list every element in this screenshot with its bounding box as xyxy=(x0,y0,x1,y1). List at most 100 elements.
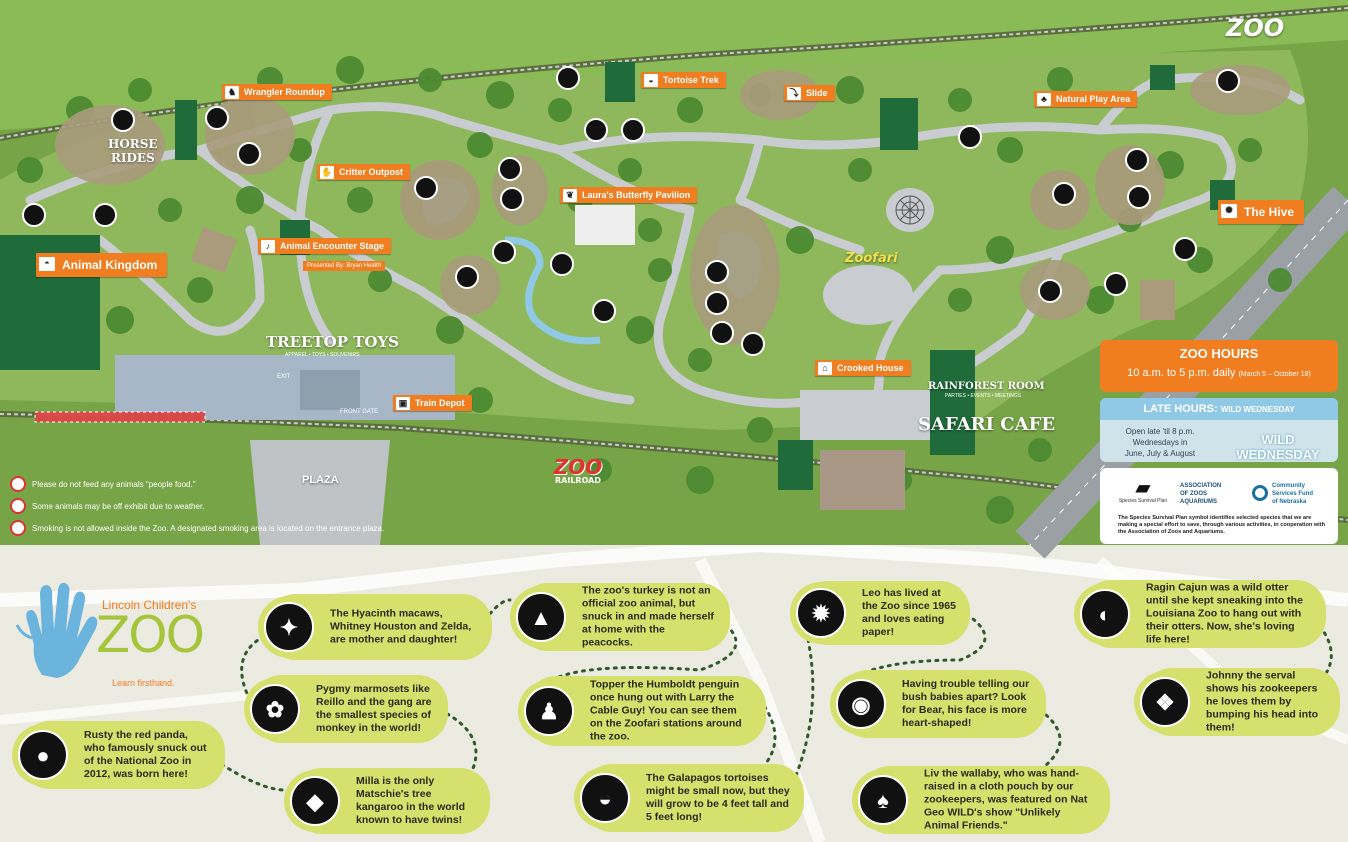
exit-text: EXIT xyxy=(277,374,291,380)
label-critter-outpost[interactable]: ✋Critter Outpost xyxy=(317,164,410,180)
animal-marker[interactable] xyxy=(1173,237,1197,261)
ssp-note: The Species Survival Plan symbol identif… xyxy=(1118,515,1326,535)
fact-bubble-otter[interactable]: ◐Ragin Cajun was a wild otter until she … xyxy=(1074,580,1326,648)
label-slide[interactable]: ⤵Slide xyxy=(784,85,835,101)
lion-icon: ✹ xyxy=(796,588,846,638)
label-animal-kingdom[interactable]: ◓Animal Kingdom xyxy=(36,253,168,277)
label-animal-encounter-stage[interactable]: ♪Animal Encounter Stage xyxy=(258,238,392,254)
animal-marker[interactable] xyxy=(710,321,734,345)
rainforest-room-sub: PARTIES • EVENTS • MEETINGS xyxy=(945,393,1022,399)
animal-marker[interactable] xyxy=(1127,185,1151,209)
fact-bubble-marmoset[interactable]: ✿Pygmy marmosets like Reillo and the gan… xyxy=(244,675,448,743)
animal-marker[interactable] xyxy=(1125,148,1149,172)
macaw-icon: ✦ xyxy=(264,602,314,652)
fact-bubble-bush-baby[interactable]: ◉Having trouble telling our bush babies … xyxy=(830,670,1046,738)
label-the-hive[interactable]: ✺The Hive xyxy=(1218,200,1305,224)
treetop-toys-sub: APPAREL • TOYS • SOUVENIRS xyxy=(285,352,360,358)
bush-baby-icon: ◉ xyxy=(836,679,886,729)
marmoset-icon: ✿ xyxy=(250,684,300,734)
encounter-sponsor: Presented By: Bryan Health xyxy=(303,261,386,271)
safari-cafe-text: SAFARI CAFE xyxy=(918,414,1056,435)
zoo-corner-logo: ZOO xyxy=(1226,14,1285,42)
fact-bubble-macaw[interactable]: ✦The Hyacinth macaws, Whitney Houston an… xyxy=(258,594,492,660)
late-hours-title: LATE HOURS: WILD WEDNESDAY xyxy=(1100,398,1338,420)
turkey-icon: ▲ xyxy=(516,592,566,642)
wallaby-icon: ♠ xyxy=(858,775,908,825)
animal-marker[interactable] xyxy=(492,240,516,264)
label-butterfly-pavilion[interactable]: ❦Laura's Butterfly Pavilion xyxy=(560,187,698,203)
animal-marker[interactable] xyxy=(22,203,46,227)
label-wrangler-roundup[interactable]: ♞Wrangler Roundup xyxy=(222,84,332,100)
ssp-logo: ▰ Species Survival Plan xyxy=(1114,478,1172,504)
animal-marker[interactable] xyxy=(498,157,522,181)
animal-marker[interactable] xyxy=(1216,69,1240,93)
label-train-depot[interactable]: ▣Train Depot xyxy=(393,395,472,411)
hand-icon: ✋ xyxy=(320,166,334,179)
animal-marker[interactable] xyxy=(592,299,616,323)
label-tortoise-trek[interactable]: ◒Tortoise Trek xyxy=(641,72,726,88)
animal-marker[interactable] xyxy=(205,106,229,130)
serval-icon: ❖ xyxy=(1140,677,1190,727)
animal-marker[interactable] xyxy=(621,118,645,142)
zoo-railroad-logo: ZOO RAILROAD xyxy=(553,455,603,485)
no-food-icon xyxy=(10,476,26,492)
rhino-icon: ▰ xyxy=(1135,477,1151,499)
zoo-hours-text: 10 a.m. to 5 p.m. daily (March 5 – Octob… xyxy=(1127,367,1311,379)
animal-marker[interactable] xyxy=(1038,279,1062,303)
lcz-logo: Lincoln Children's ZOO Learn firsthand. xyxy=(12,580,212,690)
plaza-text: PLAZA xyxy=(302,474,339,486)
fact-bubble-penguin[interactable]: ♟Topper the Humboldt penguin once hung o… xyxy=(518,676,766,746)
animal-marker[interactable] xyxy=(705,291,729,315)
zoofari-logo: Zoofari xyxy=(845,251,898,266)
tortoise-icon: ◒ xyxy=(580,773,630,823)
tortoise-icon: ◒ xyxy=(644,74,658,87)
fact-bubble-wallaby[interactable]: ♠Liv the wallaby, who was hand-raised in… xyxy=(852,766,1110,834)
animal-marker[interactable] xyxy=(111,108,135,132)
weather-icon xyxy=(10,498,26,514)
hand-logo-icon xyxy=(15,582,98,678)
animal-marker[interactable] xyxy=(584,118,608,142)
animal-marker[interactable] xyxy=(550,252,574,276)
animal-marker[interactable] xyxy=(455,265,479,289)
animal-marker[interactable] xyxy=(93,203,117,227)
turtle-icon: ◓ xyxy=(39,257,55,271)
animal-marker[interactable] xyxy=(705,260,729,284)
fact-bubble-red-panda[interactable]: ●Rusty the red panda, who famously snuck… xyxy=(12,721,225,789)
penguin-icon: ♟ xyxy=(524,686,574,736)
animal-marker[interactable] xyxy=(741,332,765,356)
animal-marker[interactable] xyxy=(414,176,438,200)
red-panda-icon: ● xyxy=(18,730,68,780)
label-natural-play-area[interactable]: ♣Natural Play Area xyxy=(1034,91,1138,107)
fact-bubble-turkey[interactable]: ▲The zoo's turkey is not an official zoo… xyxy=(510,583,730,651)
treetop-toys-text: TREETOP TOYS xyxy=(266,333,399,351)
train-icon: ▣ xyxy=(396,397,410,410)
animal-marker[interactable] xyxy=(1052,182,1076,206)
csf-icon xyxy=(1252,485,1268,501)
fact-bubble-lion[interactable]: ✹Leo has lived at the Zoo since 1965 and… xyxy=(790,581,970,645)
fact-bubble-serval[interactable]: ❖Johnny the serval shows his zookeepers … xyxy=(1134,668,1340,736)
animal-marker[interactable] xyxy=(958,125,982,149)
animal-marker[interactable] xyxy=(500,187,524,211)
late-hours-box: LATE HOURS: WILD WEDNESDAY Open late 'ti… xyxy=(1100,398,1338,462)
horse-icon: ♞ xyxy=(225,86,239,99)
animal-marker[interactable] xyxy=(237,142,261,166)
otter-icon: ◐ xyxy=(1080,589,1130,639)
zoo-hours-box: ZOO HOURS 10 a.m. to 5 p.m. daily (March… xyxy=(1100,340,1338,392)
no-smoking-icon xyxy=(10,520,26,536)
animal-marker[interactable] xyxy=(1104,272,1128,296)
zoo-hours-title: ZOO HOURS xyxy=(1179,346,1259,361)
slide-icon: ⤵ xyxy=(787,87,801,100)
house-icon: ⌂ xyxy=(818,362,832,375)
kangaroo-icon: ◆ xyxy=(290,776,340,826)
fact-bubble-kangaroo[interactable]: ◆Milla is the only Matschie's tree kanga… xyxy=(284,768,490,834)
butterfly-icon: ❦ xyxy=(563,189,577,202)
bee-icon: ✺ xyxy=(1221,204,1237,218)
label-crooked-house[interactable]: ⌂Crooked House xyxy=(815,360,911,376)
animal-marker[interactable] xyxy=(556,66,580,90)
fact-bubble-tortoise[interactable]: ◒The Galapagos tortoises might be small … xyxy=(574,764,804,832)
